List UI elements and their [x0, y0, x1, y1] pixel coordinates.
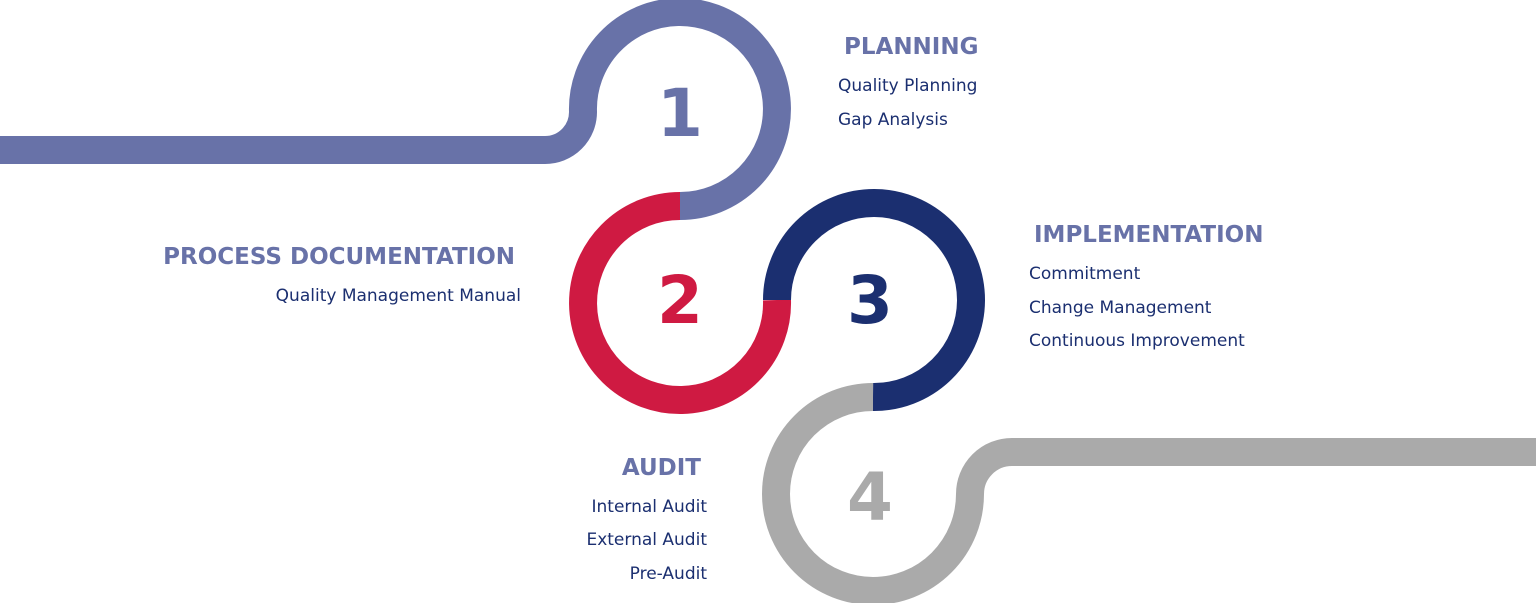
step-4-item: External Audit — [586, 530, 707, 550]
step-4-path — [762, 383, 1536, 603]
step-2-title: PROCESS DOCUMENTATION — [163, 244, 515, 270]
step-2-path — [569, 192, 792, 414]
step-2-number: 2 — [657, 262, 703, 339]
step-4-title: AUDIT — [622, 455, 701, 481]
step-1-item: Quality Planning — [838, 76, 977, 96]
step-1-title: PLANNING — [844, 34, 979, 60]
step-3-title: IMPLEMENTATION — [1034, 222, 1263, 248]
step-3-number: 3 — [847, 262, 893, 339]
step-4-item: Pre-Audit — [630, 564, 708, 584]
step-1-number: 1 — [657, 75, 703, 152]
step-3-item: Change Management — [1029, 298, 1212, 318]
step-3-path — [763, 189, 985, 412]
step-1-path — [0, 0, 791, 220]
step-1-item: Gap Analysis — [838, 110, 948, 130]
step-2-item: Quality Management Manual — [276, 286, 521, 306]
step-4-item: Internal Audit — [591, 497, 707, 517]
step-3-item: Commitment — [1029, 264, 1141, 284]
step-3-item: Continuous Improvement — [1029, 331, 1245, 351]
step-4-number: 4 — [847, 459, 893, 536]
